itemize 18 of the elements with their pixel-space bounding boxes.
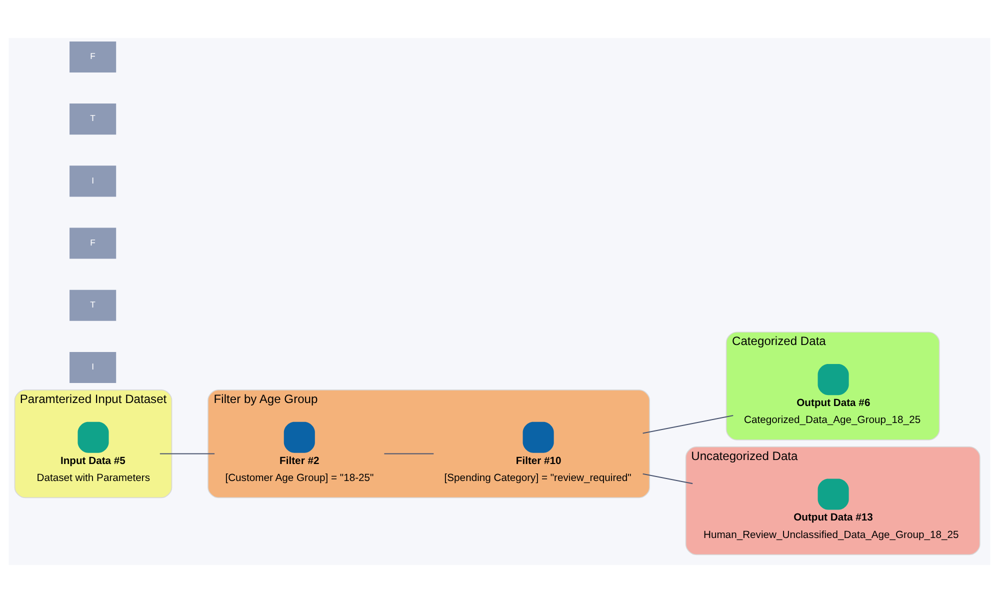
node-label: Filter #2 [280,455,320,466]
node-label: [Customer Age Group] = "18-25" [225,472,374,484]
node-label: Output Data #6 [796,397,870,408]
label: T [90,112,96,123]
node-label: Input Data #5 [60,455,126,466]
label: I [92,361,94,372]
node-label: Output Data #13 [794,512,873,524]
node-label: [Spending Category] = "review_required" [444,472,632,484]
node-label: Dataset with Parameters [36,472,150,484]
label: T [90,299,96,310]
label: F [90,50,96,61]
connector [384,452,434,454]
node-label: Categorized_Data_Age_Group_18_25 [744,414,921,426]
label: I [92,174,94,185]
node-label: Filter #10 [516,455,562,466]
node-label: Human_Review_Unclassified_Data_Age_Group_18_25 [703,529,959,540]
connector [160,452,215,454]
label: F [90,236,96,247]
